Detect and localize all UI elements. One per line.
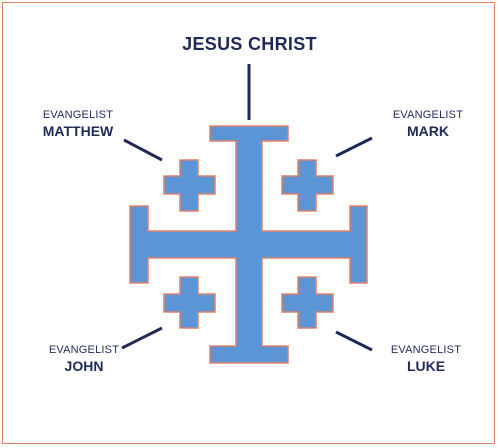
label-john-name: JOHN	[64, 358, 104, 374]
small-cross-top-left-icon	[163, 159, 216, 212]
label-matthew: EVANGELIST MATTHEW	[28, 108, 128, 140]
connector-line-bottom-left	[121, 326, 163, 350]
label-mark-prefix: EVANGELIST	[392, 109, 464, 121]
diagram-title: JESUS CHRIST	[182, 34, 317, 54]
label-mark-name: MARK	[407, 123, 449, 139]
label-luke: EVANGELIST LUKE	[376, 343, 476, 375]
label-luke-prefix: EVANGELIST	[390, 344, 462, 356]
small-cross-bottom-left-icon	[163, 276, 216, 329]
small-cross-top-right-icon	[281, 159, 334, 212]
connector-line-bottom-right	[335, 330, 373, 352]
label-john: EVANGELIST JOHN	[34, 343, 134, 375]
central-cross-potent-icon	[129, 125, 368, 364]
label-luke-name: LUKE	[406, 358, 446, 374]
label-mark: EVANGELIST MARK	[378, 108, 478, 140]
label-john-prefix: EVANGELIST	[48, 344, 120, 356]
label-matthew-prefix: EVANGELIST	[42, 109, 114, 121]
small-cross-bottom-right-icon	[281, 276, 334, 329]
connector-line-top-left	[123, 138, 163, 162]
connector-line-top-right	[335, 136, 373, 158]
label-matthew-name: MATTHEW	[42, 123, 114, 139]
